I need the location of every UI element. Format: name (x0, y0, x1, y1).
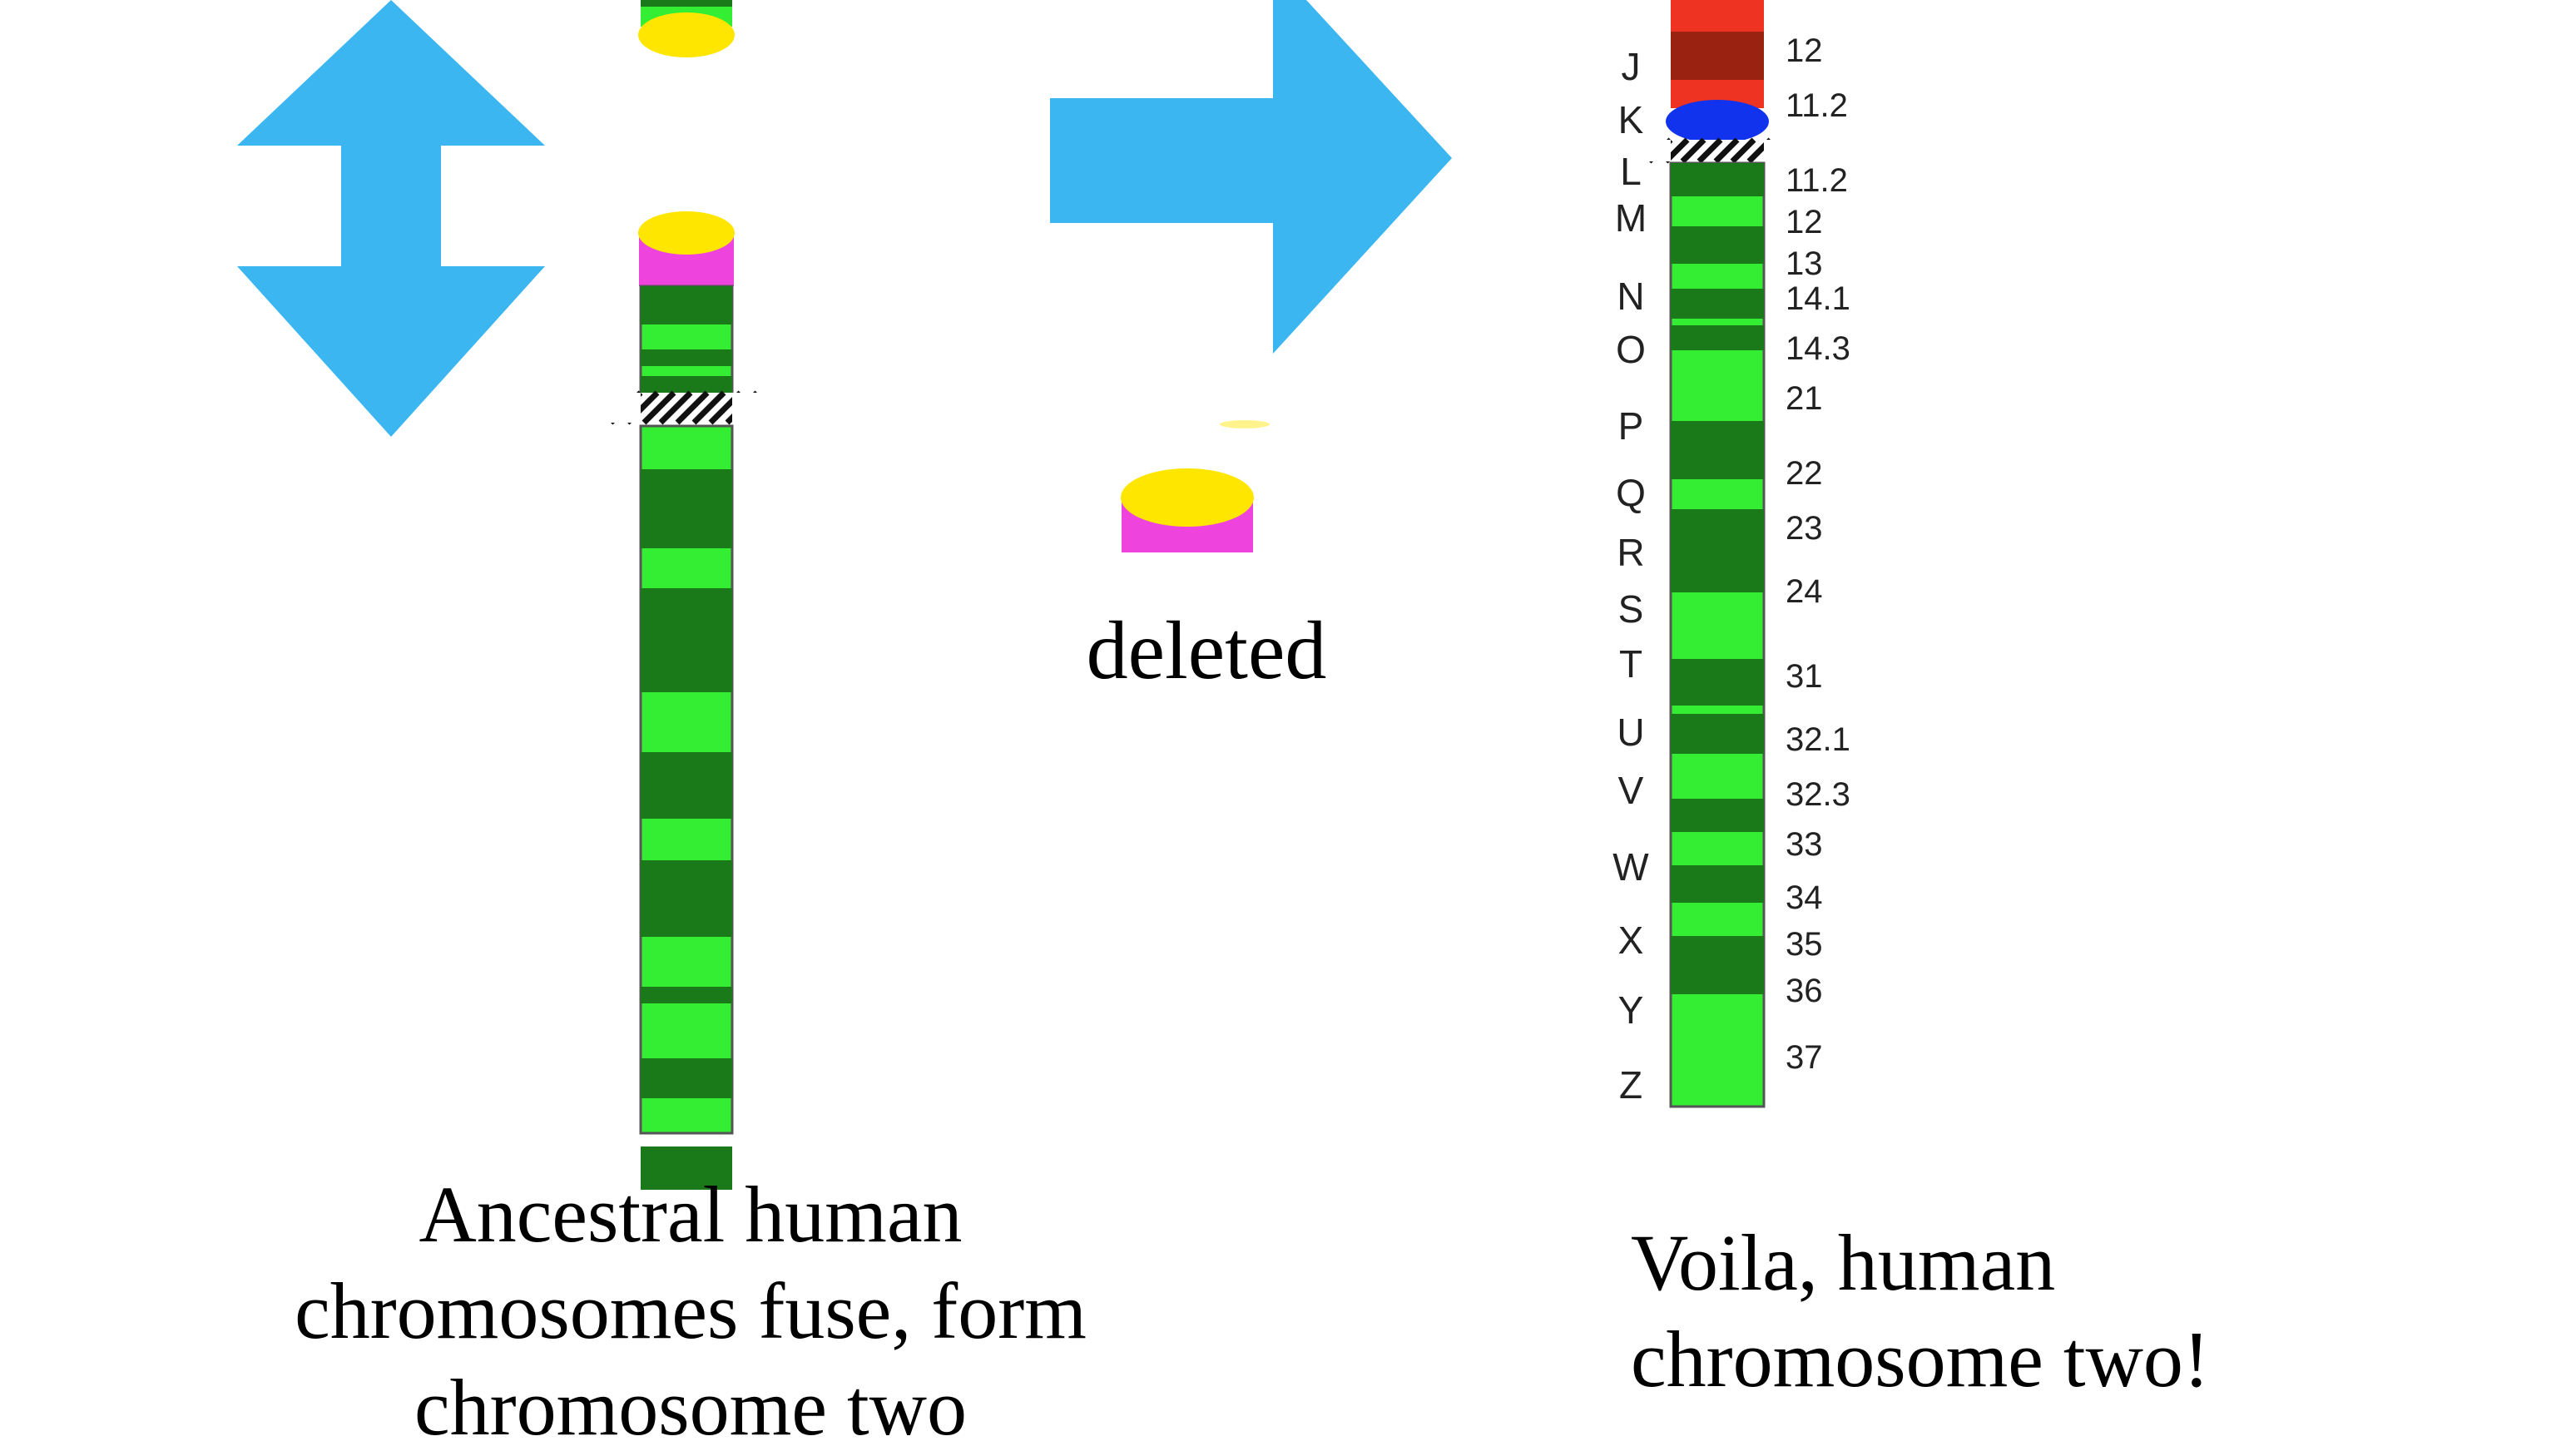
band-number: 36 (1786, 973, 1823, 1009)
dark-band (1671, 325, 1764, 350)
band-letter: P (1618, 404, 1644, 448)
dark-band (1671, 865, 1764, 903)
right-centromere-hatch (1637, 137, 1797, 164)
dark-band (641, 376, 732, 393)
band-number: 14.3 (1786, 330, 1850, 367)
deleted-fragment (1121, 420, 1270, 552)
dark-band (641, 920, 732, 937)
dark-band (641, 987, 732, 1003)
double-arrow-icon (237, 0, 545, 437)
band-number: 32.1 (1786, 721, 1850, 758)
dark-band (1671, 421, 1764, 479)
dark-band (641, 1058, 732, 1098)
band-number: 13 (1786, 245, 1823, 282)
dark-band (1671, 659, 1764, 706)
band-number: 31 (1786, 658, 1823, 695)
hatch-stripe (691, 390, 726, 425)
caption-ancestral: Ancestral human chromosomes fuse, form c… (166, 1166, 1215, 1456)
left-centromere-hatch (607, 390, 765, 425)
band-letter: R (1617, 531, 1644, 574)
band-letter: M (1615, 196, 1647, 240)
caption-human-line-2: chromosome two! (1631, 1315, 2210, 1404)
ancestral-chromosome (607, 0, 765, 1190)
band-number: 11.2 (1786, 87, 1848, 124)
caption-human: Voila, human chromosome two! (1631, 1215, 2380, 1408)
band-number: 21 (1786, 380, 1823, 417)
deleted-label: deleted (1086, 604, 1327, 696)
band-letter: Q (1616, 471, 1646, 514)
dark-band (641, 1146, 732, 1190)
centromere (1666, 100, 1769, 143)
band-letter: X (1618, 919, 1644, 962)
faint-cap-mark (1220, 420, 1270, 428)
band-number: 34 (1786, 879, 1823, 916)
hatch-mask-right (732, 393, 765, 423)
hatch-stripe (675, 390, 710, 425)
left-lower-bands (639, 424, 734, 1190)
right-arrow-icon (1050, 0, 1452, 354)
top-chromosome-stub-band (641, 0, 732, 7)
dark-band (641, 630, 732, 692)
hatch-mask-left (607, 393, 641, 423)
dark-band (641, 752, 732, 819)
human-chromosome-two (1637, 0, 1797, 1108)
dark-band (1671, 289, 1764, 319)
hatch-stripe (1713, 137, 1740, 164)
hatch-stripe (1730, 137, 1756, 164)
band-letter: Y (1618, 988, 1644, 1032)
top-telomere-cap (638, 12, 735, 57)
caption-ancestral-line-3: chromosome two (414, 1363, 967, 1452)
dark-band (641, 349, 732, 366)
band-number: 32.3 (1786, 776, 1850, 813)
caption-ancestral-line-2: chromosomes fuse, form (295, 1266, 1087, 1355)
band-letter: L (1620, 150, 1642, 193)
left-upper-bands (639, 285, 734, 394)
band-number: 12 (1786, 204, 1823, 240)
hatch-stripe (1697, 137, 1723, 164)
band-letter: N (1617, 275, 1644, 318)
caption-ancestral-line-1: Ancestral human (419, 1170, 963, 1259)
hatch-stripe (658, 390, 693, 425)
band-letter: S (1618, 587, 1644, 631)
band-letter: U (1617, 711, 1644, 754)
hatch-stripe (1680, 137, 1706, 164)
band-number: 35 (1786, 926, 1823, 963)
hatch-stripe (641, 390, 676, 425)
band-letter: T (1619, 642, 1642, 686)
dark-band (1671, 226, 1764, 264)
band-letter: O (1616, 328, 1646, 371)
band-number: 23 (1786, 510, 1823, 547)
band-number: 12 (1786, 32, 1823, 69)
deleted-telomere-cap (1121, 468, 1254, 527)
hatch-mask-right (1764, 140, 1797, 161)
lower-telomere-cap (638, 211, 735, 255)
hatch-mask-left (1637, 140, 1671, 161)
band-letter: V (1618, 769, 1644, 812)
band-number: 14.1 (1786, 280, 1850, 317)
dark-band (641, 286, 732, 324)
dark-band (1671, 799, 1764, 832)
band-number: 33 (1786, 826, 1823, 863)
dark-band (1671, 163, 1764, 196)
band-letter: Z (1619, 1063, 1642, 1107)
band-number: 11.2 (1786, 162, 1848, 199)
dark-band (1671, 936, 1764, 994)
band-number: 22 (1786, 455, 1823, 492)
dark-band (1671, 509, 1764, 592)
right-chromosome-bands (1669, 161, 1766, 1108)
band-number: 24 (1786, 573, 1823, 610)
caption-human-line-1: Voila, human (1631, 1218, 2056, 1307)
band-letter: W (1612, 845, 1649, 889)
band-number: 37 (1786, 1039, 1823, 1076)
dark-band (641, 588, 732, 630)
dark-band (1671, 714, 1764, 754)
band-letter: K (1618, 98, 1644, 141)
band-letter: J (1622, 45, 1641, 88)
red-band (1671, 0, 1764, 32)
dark-band (641, 860, 732, 920)
dark-band (641, 469, 732, 548)
